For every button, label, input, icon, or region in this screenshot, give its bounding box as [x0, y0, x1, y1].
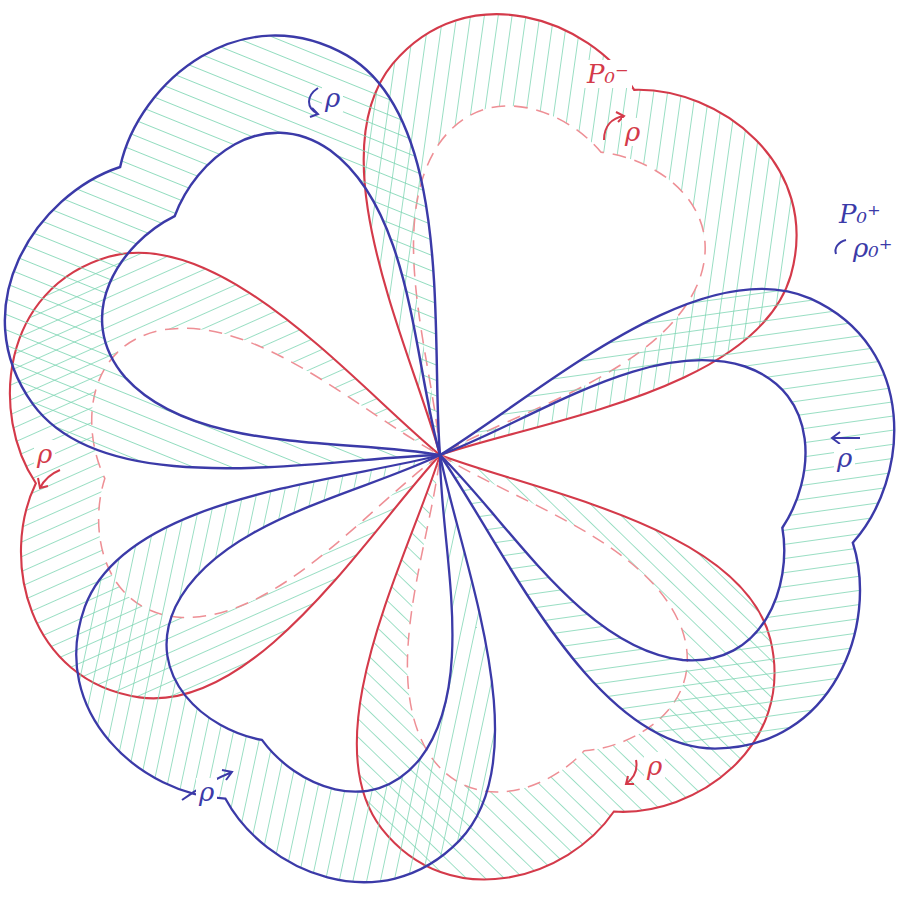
region-label: P₀⁺	[836, 200, 884, 228]
flow-arrows	[38, 88, 860, 800]
flow-label: ρ	[644, 752, 665, 780]
curve-label: ρ₀⁺	[850, 234, 895, 262]
blue-petal	[0, 0, 599, 631]
flow-label: ρ	[834, 444, 855, 472]
flow-label: ρ	[322, 84, 343, 112]
flow-label: ρ	[34, 440, 55, 468]
flow-label: ρ	[196, 778, 217, 806]
region-label: P₀⁻	[584, 60, 632, 88]
flow-label: ρ	[622, 118, 643, 146]
blue-petal	[26, 337, 630, 898]
